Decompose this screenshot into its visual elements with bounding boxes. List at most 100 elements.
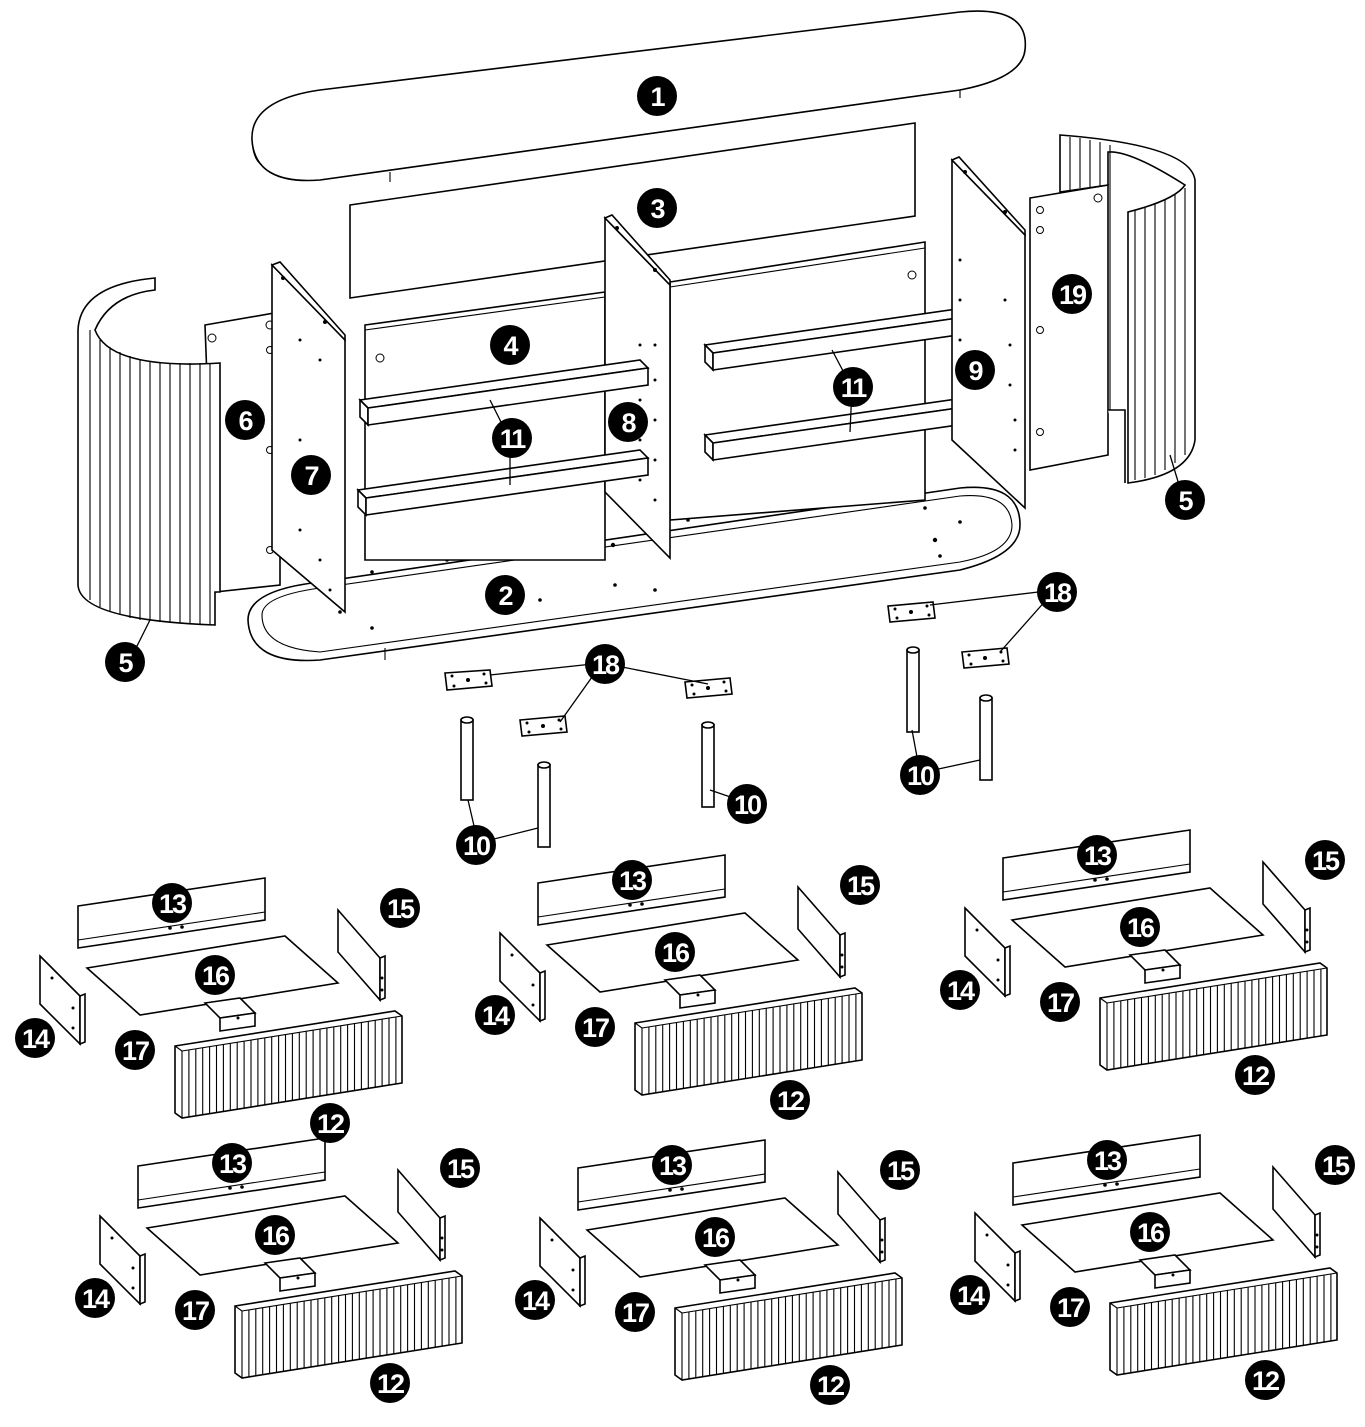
part-number-label: 11 (500, 424, 527, 454)
part-number-16: 16 (1120, 907, 1160, 947)
part-number-13: 13 (212, 1143, 252, 1183)
back-panel (349, 122, 916, 299)
part-number-label: 14 (22, 1024, 50, 1054)
part-number-1: 1 (637, 76, 677, 116)
part-number-label: 6 (238, 406, 253, 436)
part-number-14: 14 (940, 970, 980, 1010)
left-side-panel (270, 261, 346, 614)
drawer-right-side (1262, 859, 1311, 955)
part-number-3: 3 (637, 188, 677, 228)
drawer-assembly-2 (499, 854, 863, 1096)
part-number-13: 13 (652, 1145, 692, 1185)
part-number-15: 15 (1315, 1145, 1355, 1185)
drawer-slide-block (1138, 1254, 1192, 1289)
part-number-label: 10 (734, 790, 761, 820)
drawer-slatted-front (634, 987, 863, 1096)
drawer-right-side (837, 1169, 886, 1265)
part-number-label: 13 (1084, 841, 1112, 871)
part-number-16: 16 (695, 1217, 735, 1257)
part-number-6: 6 (225, 400, 265, 440)
drawer-right-side (1272, 1164, 1321, 1260)
part-number-14: 14 (75, 1278, 115, 1318)
mounting-plates (444, 601, 1010, 737)
part-number-label: 12 (777, 1086, 804, 1116)
part-number-14: 14 (15, 1018, 55, 1058)
part-number-16: 16 (655, 932, 695, 972)
drawer-right-side (397, 1167, 446, 1263)
part-number-12: 12 (1235, 1055, 1275, 1095)
part-number-label: 14 (957, 1281, 985, 1311)
part-number-12: 12 (370, 1363, 410, 1403)
part-number-label: 5 (118, 648, 133, 678)
part-number-label: 15 (847, 871, 875, 901)
part-number-17: 17 (575, 1007, 615, 1047)
part-number-label: 15 (387, 894, 415, 924)
left-door-slats (89, 278, 211, 624)
drawer-slatted-front (1099, 962, 1328, 1071)
left-curved-door (77, 277, 221, 626)
part-number-17: 17 (615, 1292, 655, 1332)
part-number-2: 2 (485, 575, 525, 615)
part-number-18: 18 (1037, 572, 1077, 612)
part-number-5: 5 (105, 642, 145, 682)
part-number-label: 9 (968, 356, 983, 386)
part-number-label: 16 (202, 961, 230, 991)
part-number-label: 10 (463, 831, 490, 861)
leg-1 (460, 716, 474, 801)
part-number-label: 19 (1059, 280, 1087, 310)
part-number-label: 14 (482, 1001, 510, 1031)
left-lower-shelf (356, 449, 650, 517)
part-number-12: 12 (1245, 1360, 1285, 1400)
right-side-panel (950, 156, 1026, 510)
drawer-slide-block (1128, 949, 1182, 984)
part-number-11: 11 (833, 367, 873, 407)
leg-2 (537, 761, 551, 848)
part-number-label: 16 (262, 1221, 290, 1251)
part-number-label: 12 (1242, 1061, 1269, 1091)
part-number-14: 14 (475, 995, 515, 1035)
part-number-label: 17 (122, 1036, 149, 1066)
part-number-label: 7 (304, 461, 318, 491)
part-number-label: 1 (650, 82, 665, 112)
part-number-label: 10 (907, 761, 934, 791)
left-inner-back-panel (364, 291, 606, 561)
part-number-17: 17 (115, 1030, 155, 1070)
part-number-5: 5 (1165, 480, 1205, 520)
part-number-label: 17 (1047, 988, 1074, 1018)
drawer-slatted-front (234, 1270, 463, 1379)
part-number-13: 13 (152, 883, 192, 923)
right-front-strip (1029, 184, 1109, 471)
part-number-10: 10 (456, 825, 496, 865)
part-number-8: 8 (608, 402, 648, 442)
drawer-left-side (539, 1216, 586, 1308)
part-number-label: 13 (619, 866, 647, 896)
part-number-13: 13 (612, 860, 652, 900)
drawer-slide-block (203, 997, 257, 1032)
part-number-17: 17 (175, 1290, 215, 1330)
drawer-slide-block (703, 1259, 757, 1294)
drawer-slatted-front (674, 1272, 903, 1381)
part-number-15: 15 (840, 865, 880, 905)
part-number-label: 17 (622, 1298, 649, 1328)
part-number-label: 13 (1094, 1146, 1122, 1176)
part-number-label: 12 (1252, 1366, 1279, 1396)
part-number-label: 16 (702, 1223, 730, 1253)
drawer-slatted-front (1109, 1267, 1338, 1376)
part-number-label: 12 (377, 1369, 404, 1399)
part-number-13: 13 (1087, 1140, 1127, 1180)
drawer-slide-block (263, 1257, 317, 1292)
part-number-label: 17 (182, 1296, 209, 1326)
part-number-12: 12 (770, 1080, 810, 1120)
drawer-assembly-6 (974, 1134, 1338, 1376)
drawer-slatted-front (174, 1010, 403, 1119)
part-number-label: 15 (1312, 846, 1340, 876)
part-number-label: 14 (82, 1284, 110, 1314)
drawer-right-side (797, 884, 846, 980)
part-number-10: 10 (727, 784, 767, 824)
part-number-label: 15 (1322, 1151, 1350, 1181)
drawer-left-side (974, 1211, 1021, 1303)
part-number-12: 12 (310, 1103, 350, 1143)
part-number-14: 14 (950, 1275, 990, 1315)
